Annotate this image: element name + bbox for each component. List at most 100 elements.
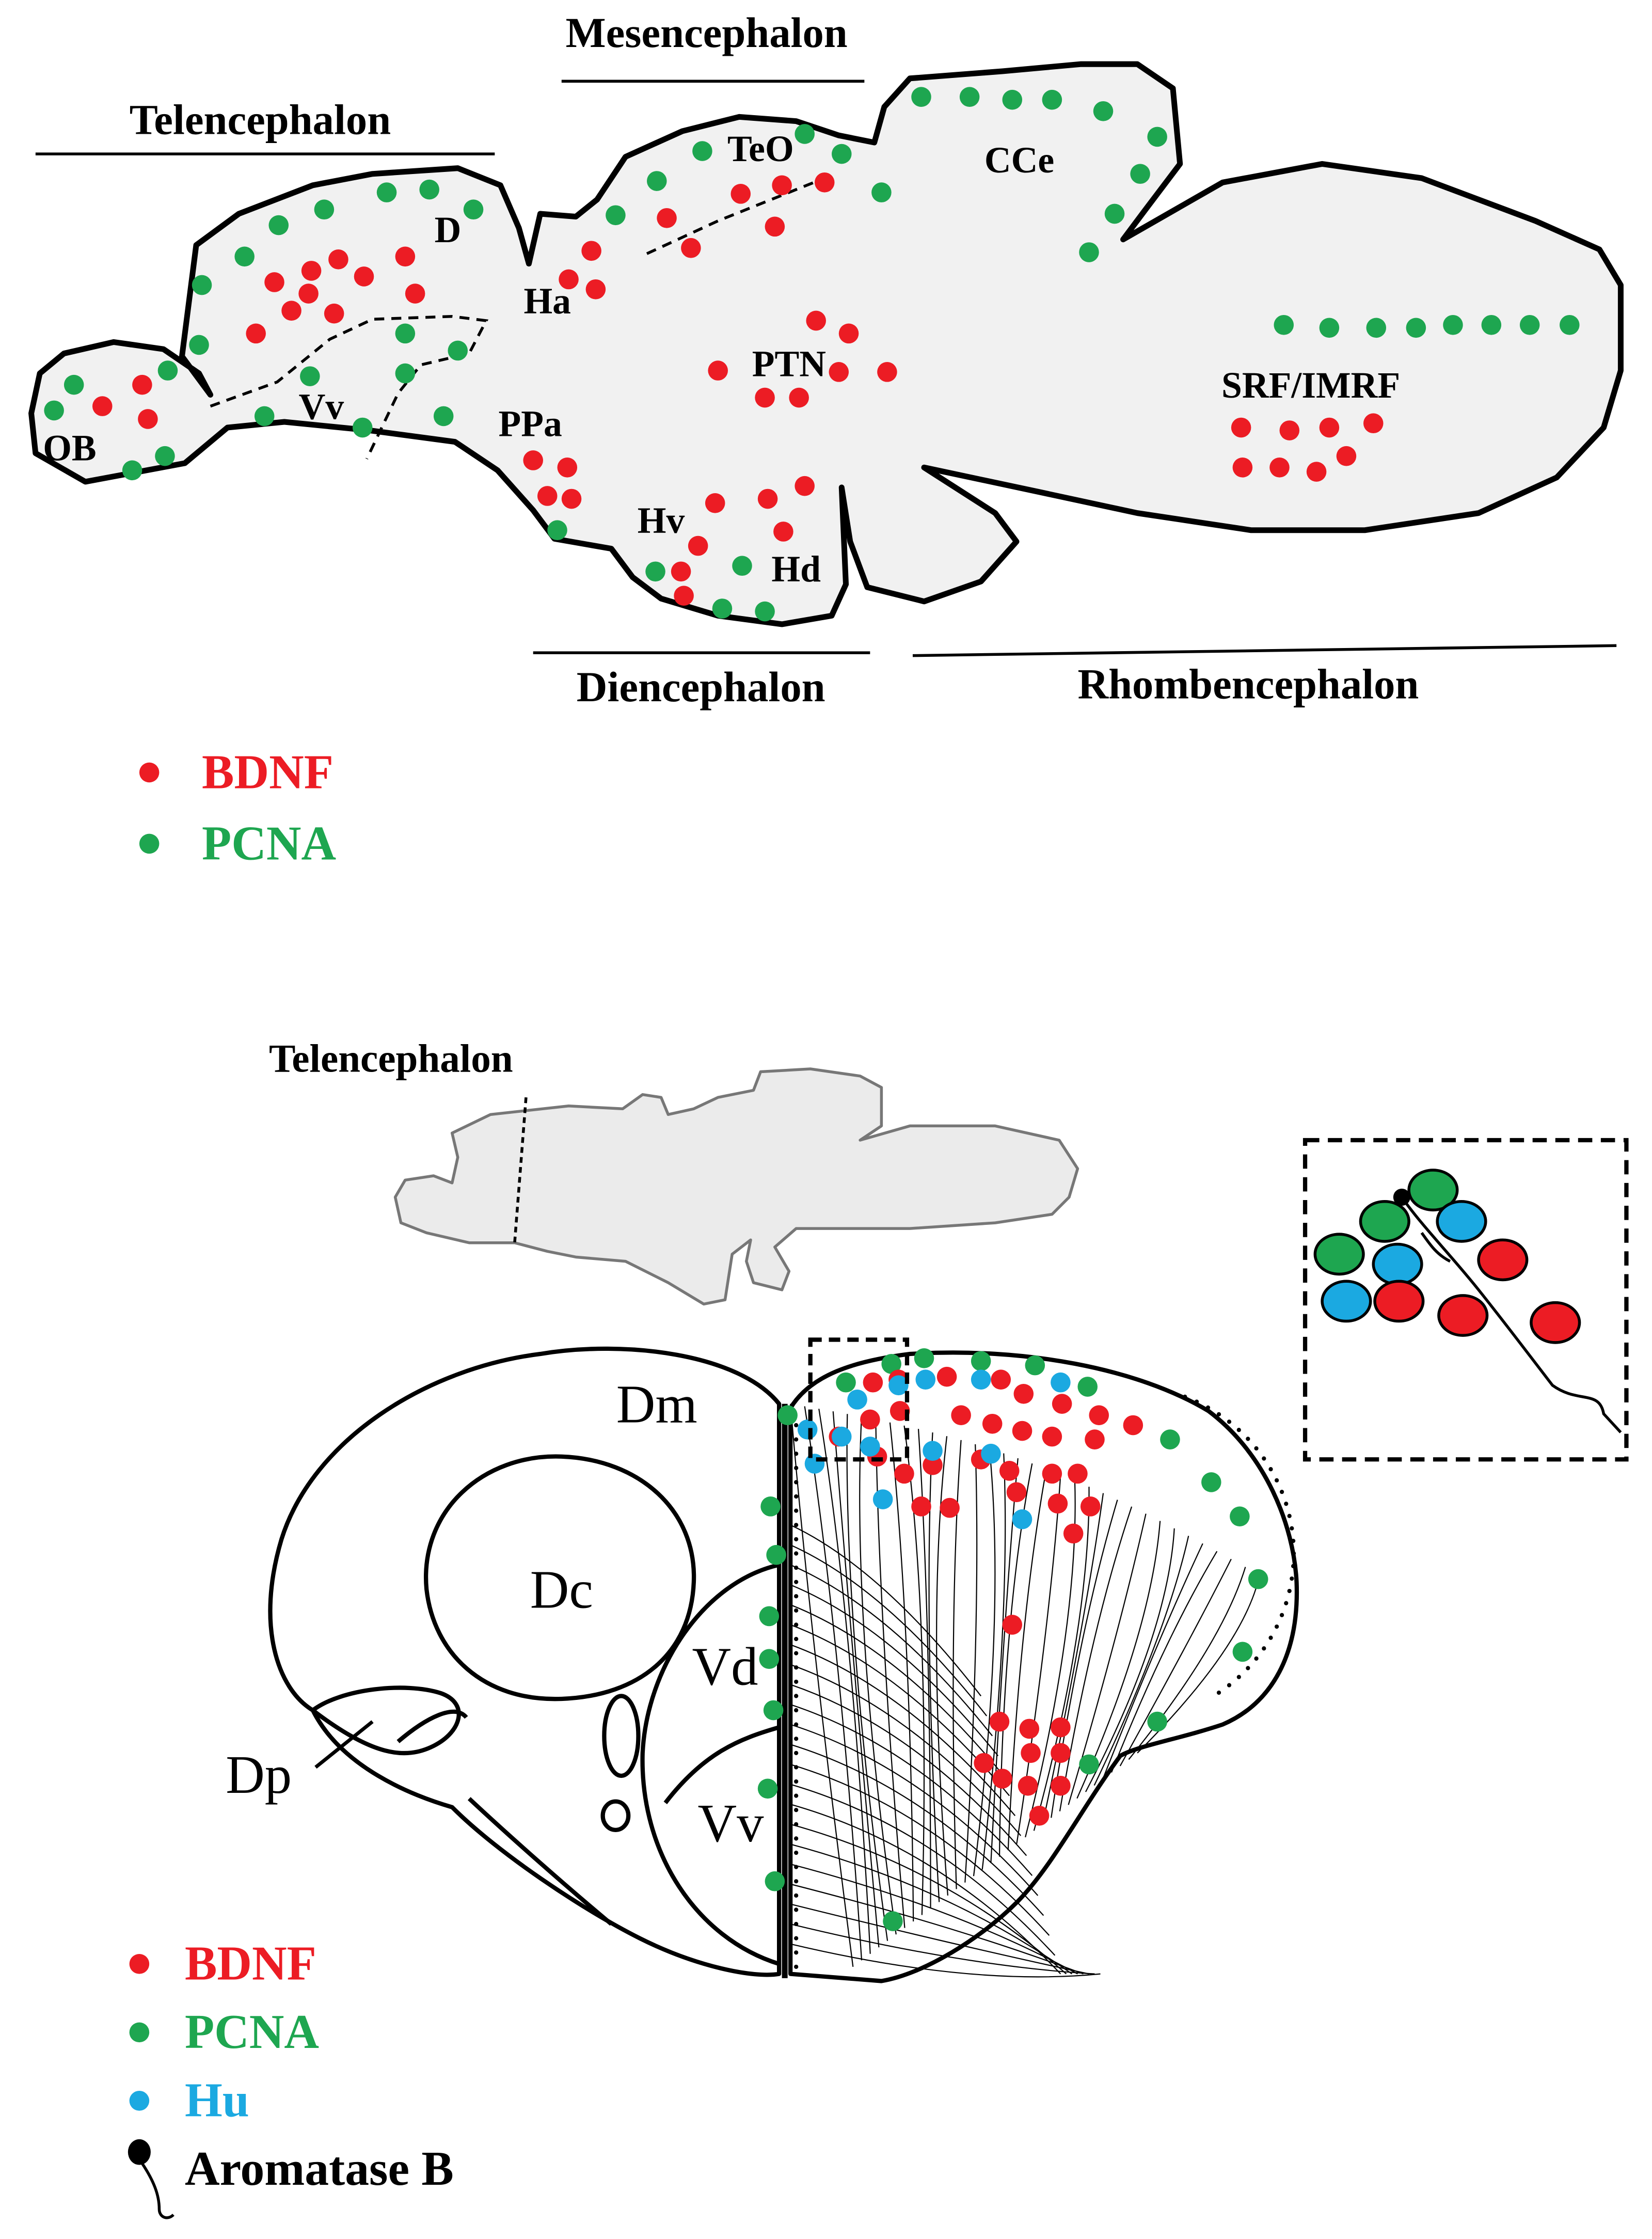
zoom-aromatase-soma — [1393, 1188, 1410, 1206]
radial-fiber — [790, 1644, 1016, 1816]
radial-fiber — [903, 1425, 925, 1915]
bdnf-cell — [1363, 413, 1384, 434]
bdnf-cell — [1231, 417, 1251, 438]
bdnf-cell — [92, 396, 113, 416]
pcna-cell — [795, 124, 815, 144]
border-dot — [794, 1622, 799, 1627]
bdnf-cell — [354, 266, 374, 287]
pcna-cell — [395, 323, 416, 344]
region-label-vv-coronal: Vv — [698, 1793, 765, 1853]
bdnf-cell — [657, 208, 677, 228]
pcna-cell — [1559, 314, 1580, 335]
pcna-cell — [712, 598, 733, 619]
bdnf-cell — [923, 1455, 943, 1475]
vd-vv-divider — [663, 1725, 780, 1804]
bdnf-cell — [1068, 1463, 1088, 1484]
bdnf-cell — [1042, 1426, 1062, 1447]
region-label-dp: Dp — [226, 1745, 292, 1805]
radial-fiber — [1111, 1551, 1218, 1773]
border-dot — [1227, 1420, 1232, 1424]
radial-fiber — [790, 1684, 1027, 1856]
border-dot — [794, 1494, 799, 1499]
border-dot — [1205, 1405, 1211, 1410]
bdnf-cell — [264, 272, 284, 292]
pcna-cell — [234, 246, 255, 267]
radial-fiber — [952, 1440, 962, 1889]
pcna-cell — [314, 199, 335, 220]
region-label-dm: Dm — [616, 1374, 697, 1434]
pcna-cell — [914, 1348, 934, 1368]
border-dot — [794, 1551, 799, 1556]
bdnf-cell — [705, 493, 725, 513]
bdnf-cell — [974, 1753, 994, 1773]
bdnf-cell — [1063, 1523, 1084, 1544]
bdnf-cell — [324, 303, 344, 324]
bdnf-cell — [1019, 1718, 1040, 1739]
pcna-cell — [448, 340, 468, 361]
bdnf-cell — [795, 476, 815, 496]
pcna-cell — [189, 335, 209, 355]
pcna-cell — [419, 179, 439, 200]
pcna-cell — [645, 561, 665, 582]
pcna-cell — [971, 1351, 991, 1371]
pcna-cell — [1002, 89, 1023, 110]
radial-fiber — [1042, 1493, 1104, 1825]
bdnf-cell — [1002, 1615, 1023, 1635]
bdnf-cell — [999, 1461, 1020, 1481]
bdnf-cell — [911, 1496, 931, 1517]
border-dot — [1227, 1683, 1232, 1688]
pcna-cell — [547, 520, 567, 541]
legend-a-pcna-marker — [139, 833, 160, 854]
pcna-cell — [254, 406, 275, 427]
pcna-cell — [757, 1778, 778, 1799]
radial-fiber — [1033, 1487, 1090, 1831]
pcna-cell — [1201, 1472, 1221, 1492]
legend-b-aromatase-tail — [141, 2163, 174, 2219]
radial-fiber — [875, 1419, 906, 1928]
border-dot — [794, 1921, 799, 1927]
hu-cell — [888, 1375, 909, 1396]
pcna-cell — [44, 400, 64, 421]
bdnf-cell — [757, 488, 778, 509]
border-dot — [1262, 1456, 1266, 1461]
radial-fiber — [917, 1429, 931, 1909]
pcna-cell — [1274, 314, 1294, 335]
hu-cell — [1051, 1372, 1071, 1393]
bdnf-cell — [730, 184, 751, 204]
border-dot — [794, 1452, 799, 1456]
border-dot — [794, 1737, 799, 1741]
border-dot — [1291, 1538, 1296, 1543]
radial-fiber — [790, 1604, 1005, 1776]
bdnf-cell — [1089, 1405, 1109, 1426]
region-label-cce: CCe — [984, 139, 1054, 181]
bdnf-cell — [1013, 1383, 1034, 1404]
region-label-vd: Vd — [692, 1636, 758, 1696]
border-dot — [1246, 1666, 1250, 1670]
border-dot — [794, 1964, 799, 1969]
pcna-cell — [268, 215, 289, 235]
rhombencephalon-label: Rhombencephalon — [1077, 660, 1419, 707]
region-label-ob: OB — [43, 427, 96, 468]
border-dot — [1254, 1446, 1259, 1451]
bdnf-cell — [982, 1413, 1003, 1434]
border-dot — [794, 1765, 799, 1770]
pcna-cell — [759, 1606, 780, 1627]
bdnf-cell — [138, 409, 158, 429]
hu-cell — [804, 1454, 825, 1474]
radial-fiber — [928, 1432, 940, 1902]
border-dot — [1274, 1624, 1279, 1629]
legend-a-bdnf-marker — [139, 762, 160, 783]
bdnf-cell — [1012, 1421, 1032, 1441]
border-dot — [794, 1808, 799, 1812]
radial-fiber — [964, 1444, 978, 1883]
radial-fiber — [790, 1763, 1050, 1936]
radial-glia-fibers — [790, 1404, 1261, 1978]
radial-fiber — [832, 1411, 880, 1948]
border-dot — [1284, 1502, 1289, 1506]
radial-fiber — [790, 1704, 1033, 1876]
radial-fiber — [859, 1416, 897, 1935]
bdnf-cell — [301, 261, 322, 281]
border-dot — [794, 1523, 799, 1527]
border-dot — [1287, 1588, 1292, 1594]
zoom-cells — [1313, 1169, 1581, 1344]
